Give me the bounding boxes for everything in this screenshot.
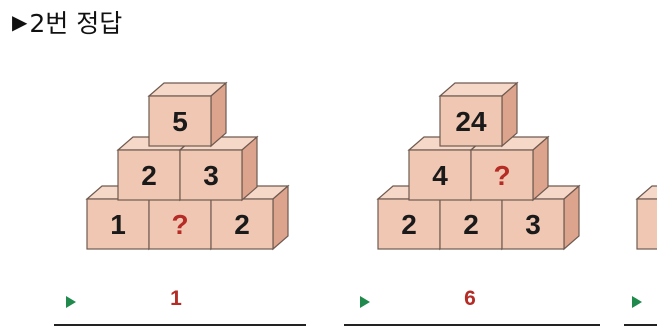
missing-number-mark: ? xyxy=(171,209,188,240)
answer-marker-icon xyxy=(66,296,76,308)
missing-number-mark: ? xyxy=(493,160,510,191)
cube-number: 24 xyxy=(455,106,487,137)
cube-r0-c0: 24 xyxy=(440,83,517,146)
cube-number: 3 xyxy=(525,209,541,240)
answer-underline xyxy=(54,324,306,326)
cube-top-face xyxy=(637,186,657,199)
cube-number: 2 xyxy=(463,209,479,240)
cube-number: 2 xyxy=(234,209,250,240)
cube-number: 2 xyxy=(141,160,157,191)
answer-value: 1 xyxy=(170,287,182,311)
cube-number: 5 xyxy=(172,106,188,137)
answer-underline xyxy=(624,324,657,326)
cube-number: 4 xyxy=(432,160,448,191)
cube-number: 2 xyxy=(401,209,417,240)
puzzle-2: 2 2 3 4?24 xyxy=(378,83,579,249)
answer-marker-icon xyxy=(632,296,642,308)
cube-r0-c0: 5 xyxy=(149,83,226,146)
cube-partial xyxy=(637,186,657,249)
answer-value: 6 xyxy=(464,287,476,311)
answer-underline xyxy=(344,324,600,326)
answer-marker-icon xyxy=(360,296,370,308)
cube-number: 3 xyxy=(203,160,219,191)
cube-number: 1 xyxy=(110,209,126,240)
puzzle-3-partial xyxy=(637,186,657,249)
cube-front-face xyxy=(637,199,657,249)
